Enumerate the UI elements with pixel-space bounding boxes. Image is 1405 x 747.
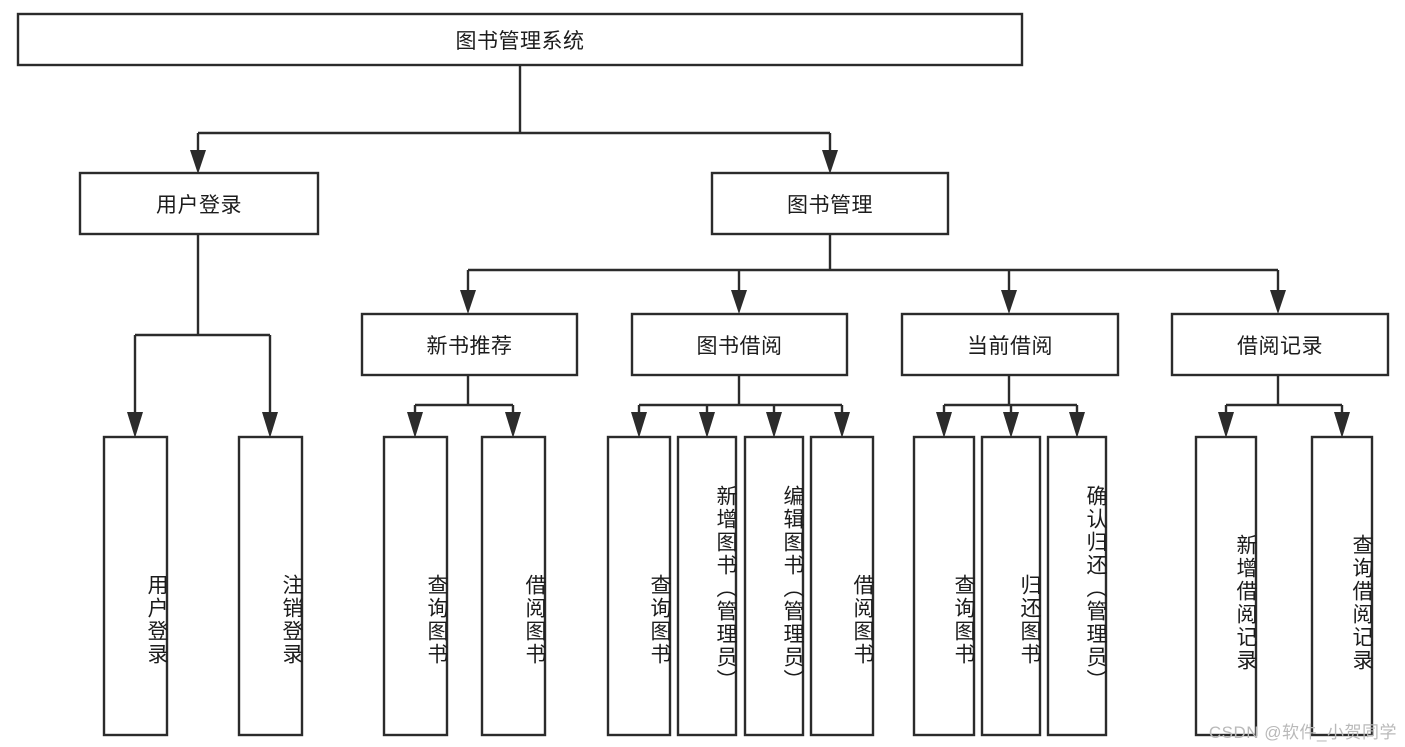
node-box-leaf-return-book[interactable] bbox=[980, 435, 1042, 737]
arrow-icon-leaf-query-book-2 bbox=[631, 412, 647, 438]
node-box-root[interactable] bbox=[16, 12, 1024, 67]
node-box-leaf-user-login[interactable] bbox=[102, 435, 169, 737]
node-box-leaf-query-record[interactable] bbox=[1310, 435, 1374, 737]
node-box-leaf-logout[interactable] bbox=[237, 435, 304, 737]
arrow-icon-leaf-query-record bbox=[1334, 412, 1350, 438]
arrow-icon-book-management bbox=[822, 150, 838, 174]
arrow-icon-leaf-return-book bbox=[1003, 412, 1019, 438]
arrow-icon-leaf-logout bbox=[262, 412, 278, 438]
node-box-leaf-query-book-2[interactable] bbox=[606, 435, 672, 737]
arrow-icon-leaf-user-login bbox=[127, 412, 143, 438]
node-box-leaf-query-book-1[interactable] bbox=[382, 435, 449, 737]
node-box-new-book-recommend[interactable] bbox=[360, 312, 579, 377]
node-box-group bbox=[16, 12, 1390, 737]
arrowhead-group bbox=[127, 150, 1350, 438]
arrow-icon-user-login bbox=[190, 150, 206, 174]
node-box-leaf-query-book-3[interactable] bbox=[912, 435, 976, 737]
arrow-icon-leaf-query-book-3 bbox=[936, 412, 952, 438]
arrow-icon-book-borrow bbox=[731, 290, 747, 314]
node-box-borrow-record[interactable] bbox=[1170, 312, 1390, 377]
node-box-book-management[interactable] bbox=[710, 171, 950, 236]
arrow-icon-leaf-borrow-book-2 bbox=[834, 412, 850, 438]
arrow-icon-leaf-add-record bbox=[1218, 412, 1234, 438]
arrow-icon-leaf-confirm-return bbox=[1069, 412, 1085, 438]
arrow-icon-leaf-add-book bbox=[699, 412, 715, 438]
node-box-leaf-borrow-book-1[interactable] bbox=[480, 435, 547, 737]
node-box-leaf-borrow-book-2[interactable] bbox=[809, 435, 875, 737]
arrow-icon-borrow-record bbox=[1270, 290, 1286, 314]
node-box-leaf-confirm-return[interactable] bbox=[1046, 435, 1108, 737]
node-box-user-login[interactable] bbox=[78, 171, 320, 236]
node-box-book-borrow[interactable] bbox=[630, 312, 849, 377]
node-box-leaf-edit-book[interactable] bbox=[743, 435, 805, 737]
arrow-icon-leaf-query-book-1 bbox=[407, 412, 423, 438]
arrow-icon-new-book-recommend bbox=[460, 290, 476, 314]
arrow-icon-current-borrow bbox=[1001, 290, 1017, 314]
node-box-leaf-add-book[interactable] bbox=[676, 435, 738, 737]
arrow-icon-leaf-edit-book bbox=[766, 412, 782, 438]
arrow-icon-leaf-borrow-book-1 bbox=[505, 412, 521, 438]
node-box-current-borrow[interactable] bbox=[900, 312, 1120, 377]
node-box-leaf-add-record[interactable] bbox=[1194, 435, 1258, 737]
